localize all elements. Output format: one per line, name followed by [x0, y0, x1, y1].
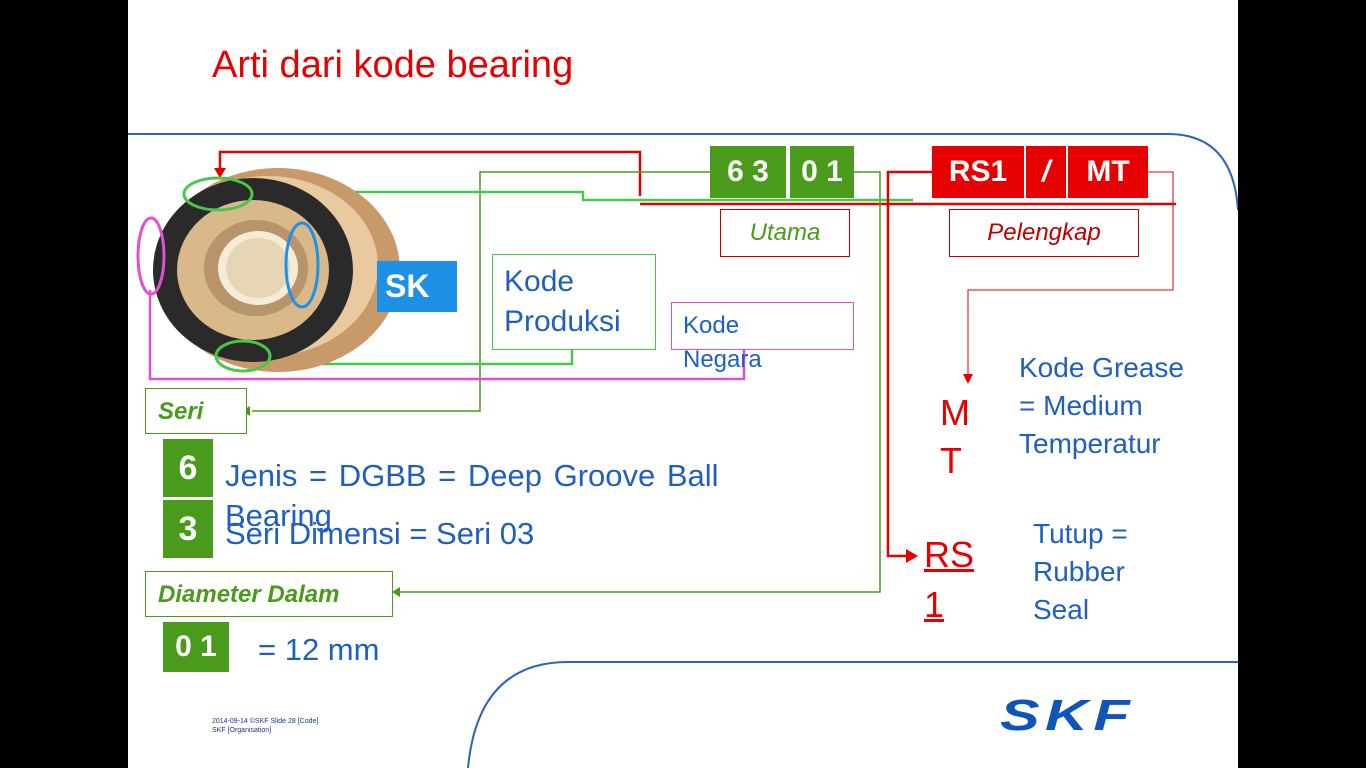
- rs-letters: RS: [924, 534, 975, 575]
- footer-meta: 2014-09-14 ©SKF Slide 28 [Code]: [212, 718, 319, 725]
- kode-produksi-line1: Kode: [504, 265, 575, 298]
- diameter-value: = 12 mm: [258, 632, 380, 667]
- grease-line2: = Medium: [1019, 390, 1143, 421]
- mt-letter-m: M: [940, 392, 970, 433]
- footer-org: SKF [Organisation]: [212, 727, 272, 734]
- code-mt-box: MT: [1068, 146, 1148, 198]
- code-slash-box: /: [1026, 146, 1066, 198]
- seri-digit-6: 6: [163, 439, 213, 497]
- pelengkap-label: Pelengkap: [949, 209, 1139, 257]
- code-63-box: 6 3: [710, 146, 786, 198]
- skf-logo: SKF: [1000, 691, 1135, 740]
- rs-digit: 1: [924, 584, 945, 625]
- kode-negara-line1: Kode: [683, 312, 740, 339]
- code-rs1-box: RS1: [932, 146, 1024, 198]
- tutup-line3: Seal: [1033, 594, 1090, 625]
- code-01-box: 0 1: [790, 146, 854, 198]
- tutup-line2: Rubber: [1033, 556, 1125, 587]
- connector-lines: [128, 133, 1238, 768]
- kode-produksi-box: Kode Produksi: [492, 254, 656, 350]
- jenis-text-line1: Jenis = DGBB = Deep Groove Ball: [225, 458, 719, 493]
- seri-dimensi-text: Seri Dimensi = Seri 03: [225, 516, 535, 551]
- seri-label: Seri: [145, 388, 247, 434]
- grease-line1: Kode Grease: [1019, 352, 1184, 383]
- kode-negara-line2: Negara: [683, 346, 762, 373]
- tutup-line1: Tutup =: [1033, 518, 1128, 549]
- jenis-text-line2: Bearing: [225, 498, 332, 533]
- seri-digit-3: 3: [163, 500, 213, 558]
- slide: Arti dari kode bearing 6 3 0 1 RS1 / MT …: [128, 0, 1238, 768]
- kode-produksi-line2: Produksi: [504, 305, 621, 338]
- grease-line3: Temperatur: [1019, 428, 1161, 459]
- bearing-illustration: [153, 168, 400, 372]
- utama-label: Utama: [720, 209, 850, 257]
- diameter-code-box: 0 1: [163, 622, 229, 672]
- diameter-dalam-label: Diameter Dalam: [145, 571, 393, 617]
- sk-box: SK: [377, 261, 457, 312]
- kode-negara-box: [671, 302, 854, 350]
- page-title: Arti dari kode bearing: [212, 44, 574, 86]
- mt-letter-t: T: [940, 440, 962, 481]
